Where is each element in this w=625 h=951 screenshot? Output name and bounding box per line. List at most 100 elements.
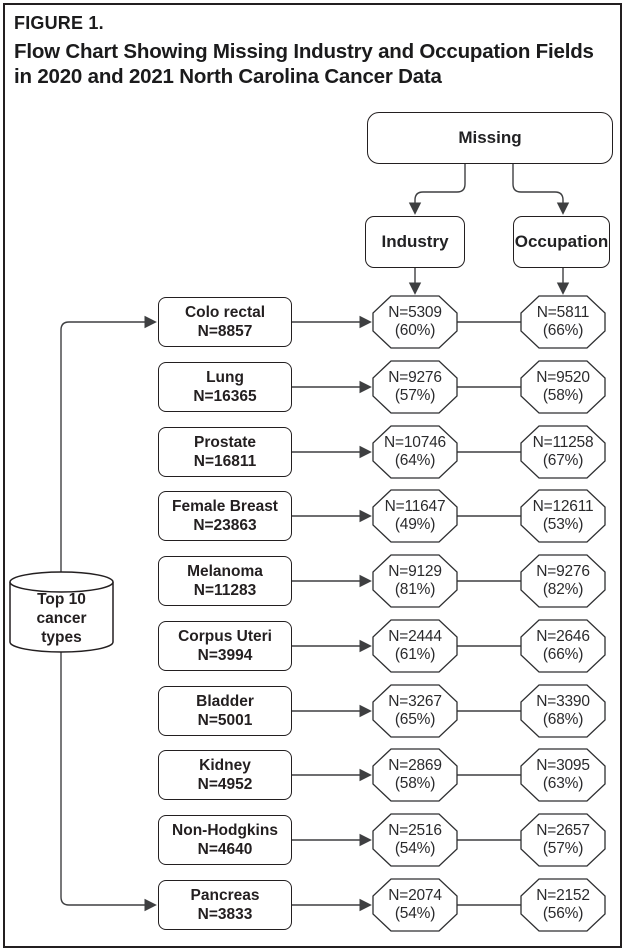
occupation-n: N=2657 bbox=[536, 822, 590, 839]
cancer-type-n: N=3994 bbox=[197, 647, 253, 664]
cancer-type-box: Pancreas N=3833 bbox=[158, 880, 292, 930]
cancer-type-box: Corpus Uteri N=3994 bbox=[158, 621, 292, 671]
occupation-octagon-shapes bbox=[520, 295, 606, 932]
cancer-type-box: Kidney N=4952 bbox=[158, 750, 292, 800]
flow-row: Melanoma N=11283 N=9129 (81%) N=9276 (82… bbox=[0, 556, 625, 606]
industry-node: Industry bbox=[365, 216, 465, 268]
occupation-pct: (66%) bbox=[542, 322, 584, 339]
cancer-type-box: Colo rectal N=8857 bbox=[158, 297, 292, 347]
occupation-n: N=2152 bbox=[536, 887, 590, 904]
cancer-type-label: Bladder bbox=[196, 693, 254, 710]
cancer-type-box: Melanoma N=11283 bbox=[158, 556, 292, 606]
cancer-type-n: N=16811 bbox=[193, 453, 257, 470]
industry-count-octagon: N=11647 (49%) bbox=[372, 491, 458, 541]
occupation-n: N=12611 bbox=[532, 498, 594, 515]
occupation-n: N=2646 bbox=[536, 628, 590, 645]
occupation-pct: (58%) bbox=[542, 387, 584, 404]
cancer-type-label: Kidney bbox=[199, 757, 251, 774]
occupation-count-octagon: N=9520 (58%) bbox=[520, 362, 606, 412]
industry-pct: (64%) bbox=[394, 452, 436, 469]
industry-pct: (58%) bbox=[394, 775, 436, 792]
occupation-count-octagon: N=3390 (68%) bbox=[520, 686, 606, 736]
occupation-count-octagon: N=2152 (56%) bbox=[520, 880, 606, 930]
industry-n: N=9276 bbox=[388, 369, 442, 386]
cylinder-label-line-1: Top 10 bbox=[37, 591, 86, 608]
occupation-pct: (63%) bbox=[542, 775, 584, 792]
occupation-n: N=11258 bbox=[532, 434, 594, 451]
connector-cylinder-top-row bbox=[60, 315, 157, 582]
connector-missing-industry bbox=[408, 164, 466, 215]
cancer-type-label: Prostate bbox=[193, 434, 257, 451]
industry-count-octagon: N=5309 (60%) bbox=[372, 297, 458, 347]
cancer-type-box: Lung N=16365 bbox=[158, 362, 292, 412]
figure-title-line-2: in 2020 and 2021 North Carolina Cancer D… bbox=[14, 65, 442, 88]
connector-lines bbox=[60, 164, 570, 912]
cancer-type-label: Colo rectal bbox=[184, 304, 266, 321]
industry-count-octagon: N=3267 (65%) bbox=[372, 686, 458, 736]
industry-n: N=5309 bbox=[388, 304, 442, 321]
industry-n: N=2516 bbox=[388, 822, 442, 839]
industry-count-octagon: N=2444 (61%) bbox=[372, 621, 458, 671]
industry-count-octagon: N=10746 (64%) bbox=[372, 427, 458, 477]
title-block: FIGURE 1. Flow Chart Showing Missing Ind… bbox=[14, 13, 610, 89]
occupation-n: N=3390 bbox=[536, 693, 590, 710]
industry-pct: (49%) bbox=[394, 516, 436, 533]
industry-count-octagon: N=2869 (58%) bbox=[372, 750, 458, 800]
industry-pct: (81%) bbox=[394, 581, 436, 598]
cylinder-shape bbox=[9, 571, 114, 653]
occupation-pct: (82%) bbox=[542, 581, 584, 598]
industry-count-octagon: N=9129 (81%) bbox=[372, 556, 458, 606]
flow-row: Female Breast N=23863 N=11647 (49%) N=12… bbox=[0, 491, 625, 541]
occupation-n: N=9520 bbox=[536, 369, 590, 386]
cancer-type-label: Corpus Uteri bbox=[178, 628, 272, 645]
flow-row: Bladder N=5001 N=3267 (65%) N=3390 (68%) bbox=[0, 686, 625, 736]
cancer-type-n: N=3833 bbox=[197, 906, 253, 923]
industry-n: N=2074 bbox=[388, 887, 442, 904]
occupation-pct: (57%) bbox=[542, 840, 584, 857]
cancer-type-label: Melanoma bbox=[187, 563, 263, 580]
cancer-type-label: Pancreas bbox=[190, 887, 260, 904]
flow-row: Kidney N=4952 N=2869 (58%) N=3095 (63%) bbox=[0, 750, 625, 800]
cancer-type-n: N=16365 bbox=[193, 388, 257, 405]
occupation-count-octagon: N=11258 (67%) bbox=[520, 427, 606, 477]
figure-label: FIGURE 1. bbox=[14, 13, 104, 33]
industry-pct: (61%) bbox=[394, 646, 436, 663]
industry-n: N=2444 bbox=[388, 628, 442, 645]
industry-n: N=3267 bbox=[388, 693, 442, 710]
industry-pct: (54%) bbox=[394, 905, 436, 922]
occupation-n: N=3095 bbox=[536, 757, 590, 774]
connector-cylinder-bottom-row bbox=[60, 642, 157, 912]
occupation-count-octagon: N=3095 (63%) bbox=[520, 750, 606, 800]
industry-pct: (57%) bbox=[394, 387, 436, 404]
occupation-pct: (66%) bbox=[542, 646, 584, 663]
industry-n: N=11647 bbox=[384, 498, 446, 515]
cylinder-label-line-3: types bbox=[41, 629, 82, 646]
flow-row: Non-Hodgkins N=4640 N=2516 (54%) N=2657 … bbox=[0, 815, 625, 865]
occupation-n: N=5811 bbox=[536, 304, 590, 321]
connector-missing-occupation bbox=[512, 164, 570, 215]
industry-count-octagon: N=2074 (54%) bbox=[372, 880, 458, 930]
cancer-type-box: Prostate N=16811 bbox=[158, 427, 292, 477]
cancer-type-box: Female Breast N=23863 bbox=[158, 491, 292, 541]
industry-pct: (60%) bbox=[394, 322, 436, 339]
industry-n: N=10746 bbox=[384, 434, 446, 451]
flow-row: Pancreas N=3833 N=2074 (54%) N=2152 (56%… bbox=[0, 880, 625, 930]
occupation-count-octagon: N=12611 (53%) bbox=[520, 491, 606, 541]
cancer-type-label: Non-Hodgkins bbox=[172, 822, 278, 839]
occupation-pct: (67%) bbox=[542, 452, 584, 469]
cancer-type-n: N=23863 bbox=[193, 517, 257, 534]
occupation-pct: (53%) bbox=[542, 516, 584, 533]
occupation-node: Occupation bbox=[513, 216, 610, 268]
cancer-type-label: Lung bbox=[206, 369, 244, 386]
occupation-count-octagon: N=2657 (57%) bbox=[520, 815, 606, 865]
occupation-count-octagon: N=5811 (66%) bbox=[520, 297, 606, 347]
occupation-count-octagon: N=2646 (66%) bbox=[520, 621, 606, 671]
occupation-n: N=9276 bbox=[536, 563, 590, 580]
industry-n: N=2869 bbox=[388, 757, 442, 774]
industry-count-octagon: N=2516 (54%) bbox=[372, 815, 458, 865]
cancer-type-box: Non-Hodgkins N=4640 bbox=[158, 815, 292, 865]
occupation-pct: (56%) bbox=[542, 905, 584, 922]
cylinder-label-line-2: cancer bbox=[36, 610, 87, 627]
